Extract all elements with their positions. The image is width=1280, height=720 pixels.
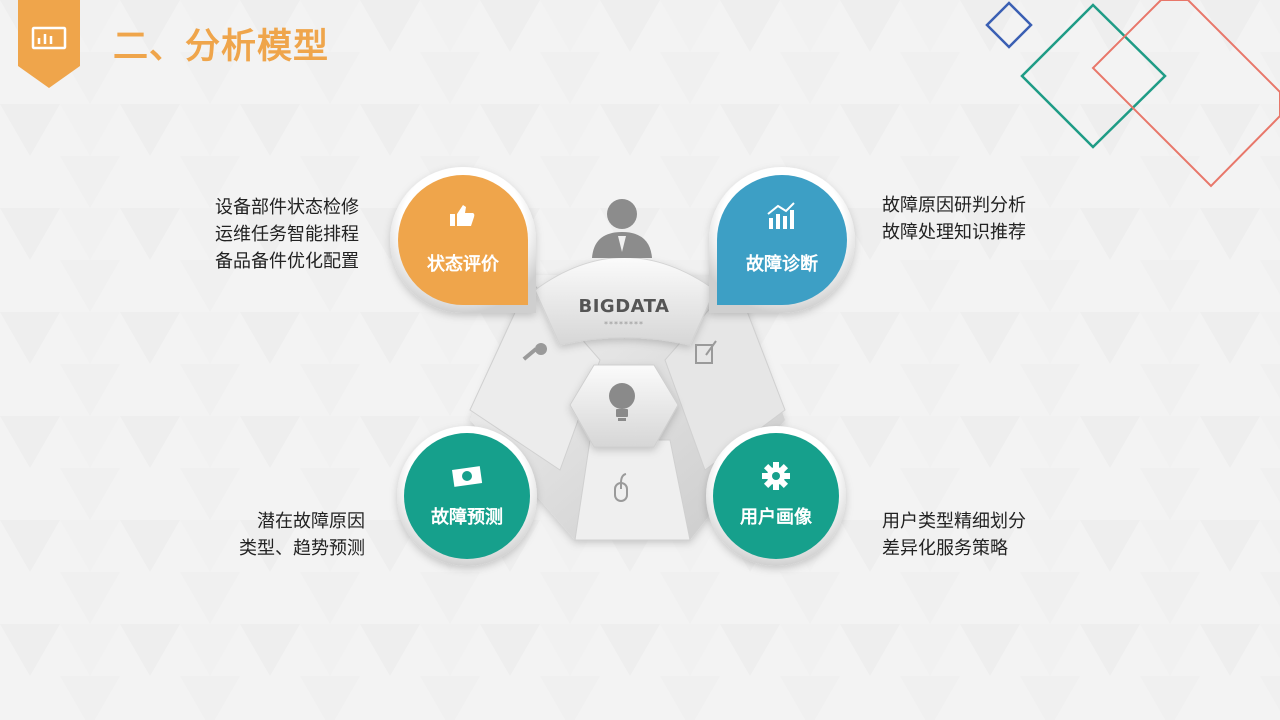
presentation-icon — [31, 26, 67, 50]
node-fault-diagnosis — [709, 167, 855, 313]
description-line: 差异化服务策略 — [882, 538, 1008, 559]
node-label-status-evaluation: 状态评价 — [427, 254, 499, 275]
decorative-diamonds — [985, 0, 1280, 188]
description-bottom-left: 潜在故障原因 类型、趋势预测 — [215, 508, 365, 562]
node-status-evaluation — [390, 167, 536, 313]
gear-icon — [762, 462, 790, 490]
description-line: 用户类型精细划分 — [882, 511, 1026, 532]
description-top-right: 故障原因研判分析 故障处理知识推荐 — [882, 192, 1026, 246]
person-icon — [592, 199, 652, 258]
description-line: 运维任务智能排程 — [215, 224, 359, 245]
edit-icon — [695, 340, 717, 364]
description-line: 设备部件状态检修 — [215, 197, 359, 218]
node-label-fault-prediction: 故障预测 — [431, 507, 503, 528]
description-top-left: 设备部件状态检修 运维任务智能排程 备品备件优化配置 — [215, 194, 359, 275]
center-sublabel: ******** — [604, 320, 644, 329]
node-label-user-profile: 用户画像 — [740, 507, 812, 528]
node-user-profile — [706, 426, 846, 566]
lightbulb-icon — [609, 383, 635, 421]
growth-chart-icon — [767, 202, 795, 229]
node-fault-prediction — [397, 426, 537, 566]
key-icon — [522, 343, 547, 361]
description-line: 类型、趋势预测 — [239, 538, 365, 559]
description-line: 故障原因研判分析 — [882, 195, 1026, 216]
description-bottom-right: 用户类型精细划分 差异化服务策略 — [882, 508, 1026, 562]
description-line: 备品备件优化配置 — [215, 251, 359, 272]
title-badge — [18, 0, 80, 88]
page-title: 二、分析模型 — [113, 27, 330, 67]
node-label-fault-diagnosis: 故障诊断 — [746, 254, 818, 275]
center-label: BIGDATA — [578, 296, 670, 317]
money-bill-icon — [452, 466, 483, 487]
mouse-icon — [614, 473, 628, 502]
description-line: 潜在故障原因 — [257, 511, 365, 532]
description-line: 故障处理知识推荐 — [882, 222, 1026, 243]
thumbs-up-icon — [450, 205, 475, 226]
ribbon-bottom — [574, 439, 691, 541]
